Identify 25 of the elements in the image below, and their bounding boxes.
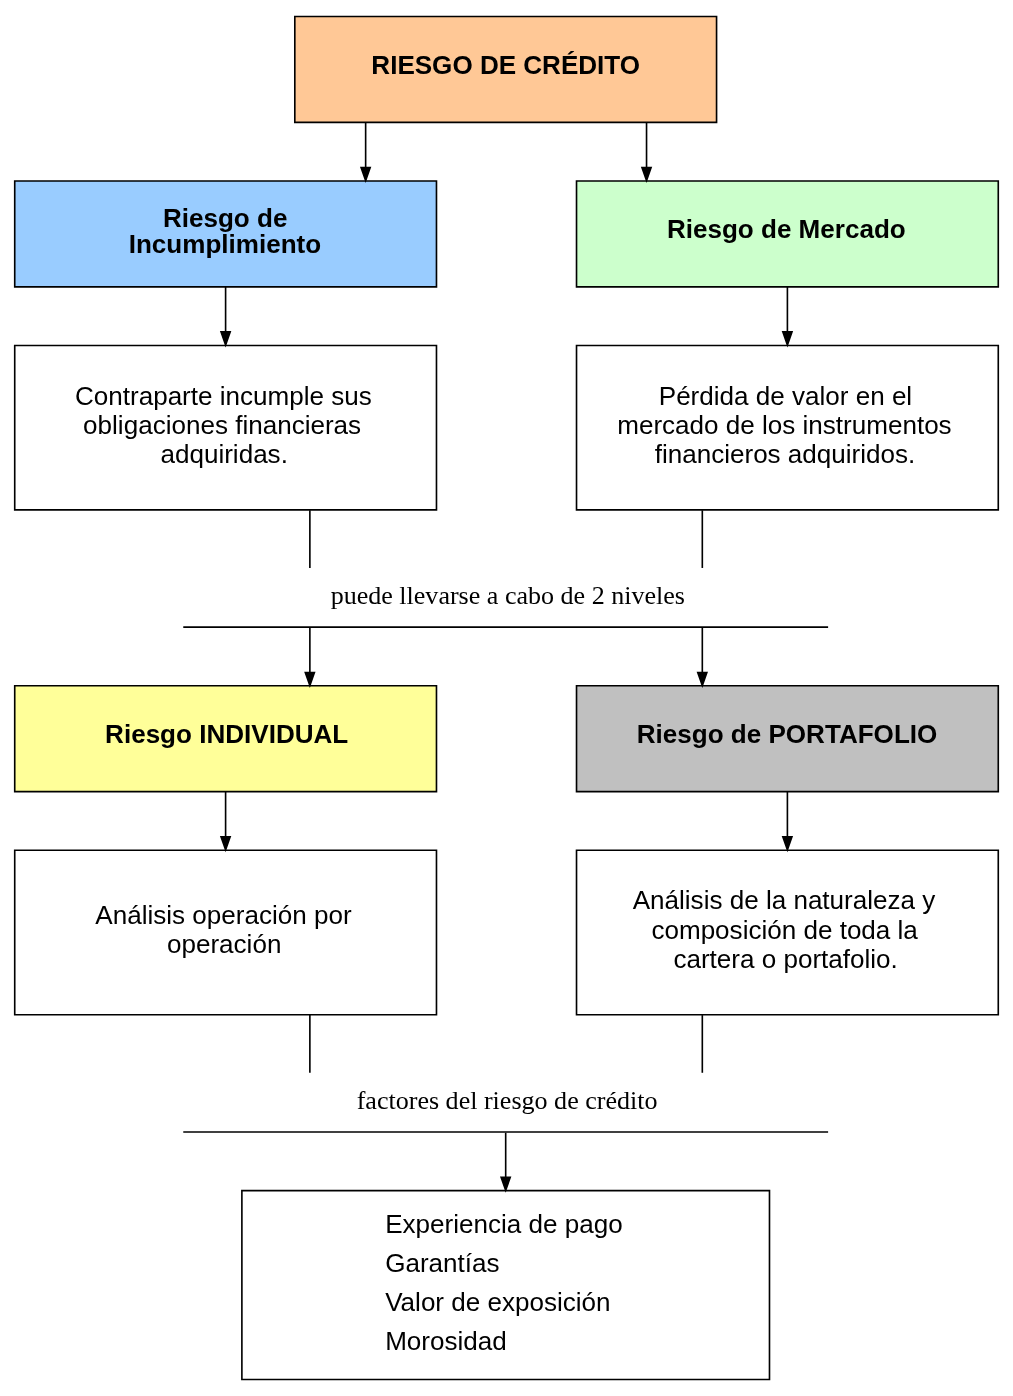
connector — [309, 509, 311, 569]
node-box: Riesgo INDIVIDUAL — [13, 684, 438, 793]
node-text: factores del riesgo de crédito — [356, 1085, 658, 1115]
connector — [309, 1014, 311, 1074]
node-box: Riesgo de Mercado — [575, 180, 1000, 288]
node-box: Riesgo de PORTAFOLIO — [575, 684, 1000, 793]
arrow — [219, 790, 232, 853]
node-box: Contraparte incumple sus obligaciones financieras adquiridas. — [13, 344, 438, 511]
arrow — [781, 286, 794, 348]
connector — [701, 1014, 704, 1074]
node-box: Análisis de la naturaleza y composición de toda la cartera o portafolio. — [575, 849, 1000, 1016]
node-box: Pérdida de valor en el mercado de los instrumentos financieros adquiridos. — [575, 344, 1000, 511]
arrow — [219, 286, 232, 348]
arrow — [500, 1131, 512, 1193]
connector — [701, 509, 704, 569]
node-box: Experiencia de pago Garantías Valor de exposición Morosidad — [241, 1189, 771, 1381]
arrow — [304, 626, 316, 689]
arrow — [359, 121, 372, 183]
node-text: puede llevarse a cabo de 2 niveles — [330, 581, 686, 611]
arrow — [640, 121, 653, 183]
arrow — [781, 790, 794, 853]
node-box: Riesgo de Incumplimiento — [13, 180, 438, 288]
arrow — [696, 626, 708, 689]
node-box: RIESGO DE CRÉDITO — [294, 15, 718, 124]
node-box: Análisis operación por operación — [13, 849, 438, 1016]
